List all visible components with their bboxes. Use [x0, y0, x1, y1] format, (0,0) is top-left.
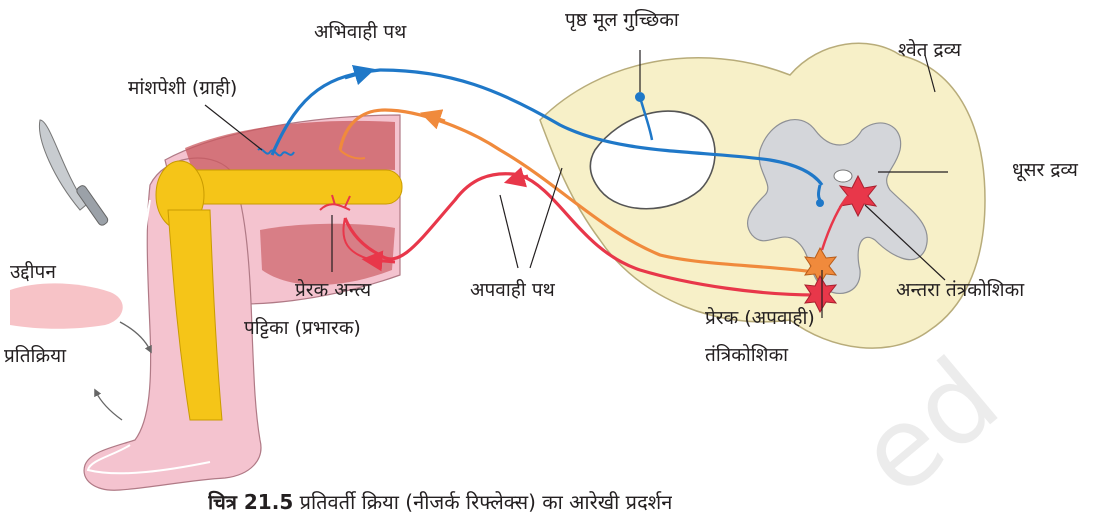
label-white-matter: श्वेत द्रव्य [898, 40, 961, 61]
label-stimulus: उद्दीपन [10, 262, 56, 283]
label-afferent-path: अभिवाही पथ [314, 22, 406, 43]
caption-text: प्रतिवर्ती क्रिया (नीजर्क रिफ्लेक्स) का … [300, 490, 673, 514]
label-motor-neuron-1: प्रेरक (अपवाही) [705, 308, 815, 329]
label-motor-neuron-2: तंत्रिकोशिका [705, 345, 788, 366]
watermark: ed [834, 333, 1022, 519]
svg-text:ed: ed [834, 333, 1022, 519]
label-motor-end-plate-1: प्रेरक अन्त्य [295, 280, 371, 301]
label-grey-matter: धूसर द्रव्य [1012, 160, 1078, 181]
caption-number: चित्र 21.5 [208, 490, 293, 514]
label-dorsal-root-ganglion: पृष्ठ मूल गुच्छिका [565, 10, 679, 31]
label-interneuron: अन्तरा तंत्रकोशिका [896, 280, 1024, 301]
figure-caption: चित्र 21.5 प्रतिवर्ती क्रिया (नीजर्क रिफ… [208, 488, 672, 520]
label-muscle-receptor: मांशपेशी (ग्राही) [128, 78, 237, 99]
label-response: प्रतिक्रिया [4, 346, 66, 367]
spinal-cord-section [540, 43, 985, 348]
label-efferent-path: अपवाही पथ [470, 280, 555, 301]
leg-illustration [84, 115, 402, 490]
label-motor-end-plate-2: पट्टिका (प्रभारक) [244, 318, 361, 339]
